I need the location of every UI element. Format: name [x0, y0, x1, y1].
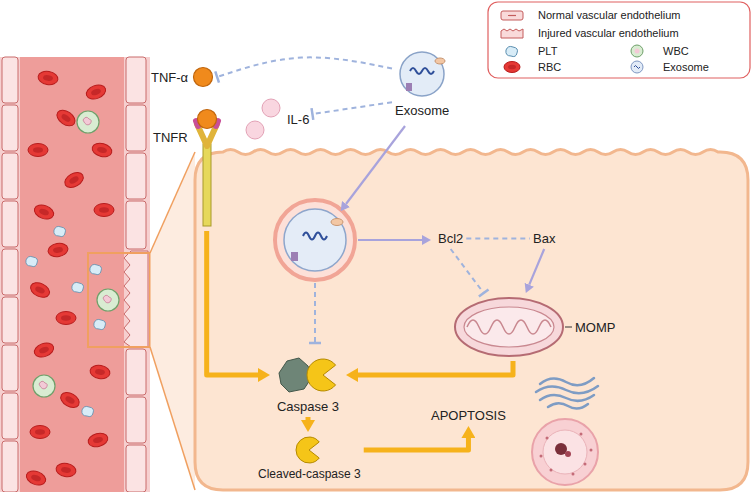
legend-swatch — [500, 60, 524, 74]
exosome-membrane — [400, 52, 444, 96]
node-label: Caspase 3 — [277, 399, 339, 414]
legend-swatch — [500, 8, 524, 22]
cristae — [467, 320, 551, 334]
legend-label: WBC — [663, 44, 689, 58]
node-label: MOMP — [575, 320, 615, 335]
exosome-protein — [406, 83, 412, 91]
blood-cells — [24, 70, 119, 488]
legend-label: RBC — [538, 60, 561, 74]
cytokine-node: IL-6 — [240, 94, 312, 144]
enzyme-node: Cleaved-caspase 3 — [255, 432, 364, 485]
activation-arrow — [306, 417, 311, 420]
protein-label: Bax — [530, 228, 558, 249]
inhibition-line — [312, 102, 392, 114]
inhibition-line — [451, 249, 484, 293]
exosome-sample — [631, 61, 643, 73]
legend-frame — [488, 2, 750, 78]
node-icon — [243, 97, 283, 141]
enzyme-node: Caspase 3 — [270, 350, 346, 417]
ligand-circle — [194, 68, 213, 87]
legend-item: Normal vascular endothelium — [500, 8, 680, 22]
blood-vessel — [0, 57, 150, 492]
node-label: Bcl2 — [438, 231, 463, 246]
endoplasmic-reticulum — [536, 378, 598, 409]
node-label: APOPTOSIS — [431, 408, 506, 423]
inhibition-line — [314, 283, 316, 343]
legend-label: PLT — [538, 44, 557, 58]
activation-arrow — [358, 361, 513, 375]
erythrocyte-center — [508, 65, 516, 69]
legend-label: Exosome — [663, 60, 709, 74]
legend-item: Injured vascular endothelium — [500, 26, 679, 40]
activation-arrow — [529, 249, 544, 285]
node-icon — [289, 435, 329, 465]
interaction-line — [466, 238, 530, 240]
legend-item: PLT — [500, 44, 557, 58]
mitochondrion-inner — [464, 307, 554, 347]
zoom-wedge — [150, 152, 195, 490]
ligand-node: TNF-α — [148, 63, 217, 91]
activation-arrow — [364, 438, 469, 450]
endothelial-cells — [2, 57, 148, 492]
legend-swatch — [625, 60, 649, 74]
cleaved-enzyme — [296, 437, 319, 463]
node-icon — [395, 49, 449, 99]
zoom-line — [150, 347, 195, 490]
node-label: TNFR — [153, 130, 188, 145]
inhibition-line — [217, 57, 392, 77]
legend-item: RBC — [500, 60, 561, 74]
leukocyte-sample — [631, 45, 643, 57]
enzyme-subunit — [307, 359, 336, 391]
legend-label: Injured vascular endothelium — [538, 26, 679, 40]
bound-ligand — [197, 110, 216, 129]
endothelium-sample — [501, 29, 523, 38]
receptor-node: TNFR — [150, 105, 225, 231]
node-label: IL-6 — [287, 112, 309, 127]
mitochondrion-outer — [455, 298, 563, 356]
endothelium-sample — [501, 11, 523, 20]
legend-swatch — [500, 44, 524, 58]
node-icon — [192, 108, 222, 228]
exosome-cargo — [410, 68, 434, 74]
erythrocyte-sample — [504, 62, 520, 73]
internal-exosome — [275, 200, 355, 280]
endothelial-cell — [195, 150, 748, 491]
legend-item: WBC — [625, 44, 689, 58]
leukocyte-nucleus — [635, 49, 640, 54]
mitochondrion-node: MOMP — [450, 293, 618, 361]
node-icon — [273, 353, 343, 397]
node-label: Cleaved-caspase 3 — [258, 467, 361, 482]
node-label: TNF-α — [151, 70, 188, 85]
regulation-arrow — [358, 239, 422, 241]
protein-label: Bcl2 — [435, 228, 466, 249]
zoom-line — [150, 152, 195, 253]
cytokine-circle — [246, 121, 264, 139]
node-label: Exosome — [395, 103, 449, 118]
uptake-arrow — [346, 126, 405, 204]
platelet-sample — [506, 46, 518, 56]
legend-item: Exosome — [625, 60, 709, 74]
legend-swatch — [625, 44, 649, 58]
exosome-protein — [435, 58, 445, 64]
endothelium-nucleus — [508, 15, 516, 16]
zoom-frame — [88, 253, 150, 347]
legend-swatch — [500, 26, 524, 40]
node-icon — [192, 66, 214, 88]
receptor-stem — [203, 144, 211, 226]
cytokine-circle — [262, 99, 280, 117]
exosome-node: Exosome — [392, 46, 452, 121]
activation-arrow — [207, 231, 258, 375]
node-icon — [453, 296, 573, 358]
nucleus — [532, 419, 598, 485]
outcome-label: APOPTOSIS — [428, 405, 509, 426]
node-label: Bax — [533, 231, 555, 246]
exosome-cargo — [634, 66, 640, 69]
leader-line — [565, 327, 572, 328]
legend-label: Normal vascular endothelium — [538, 8, 680, 22]
